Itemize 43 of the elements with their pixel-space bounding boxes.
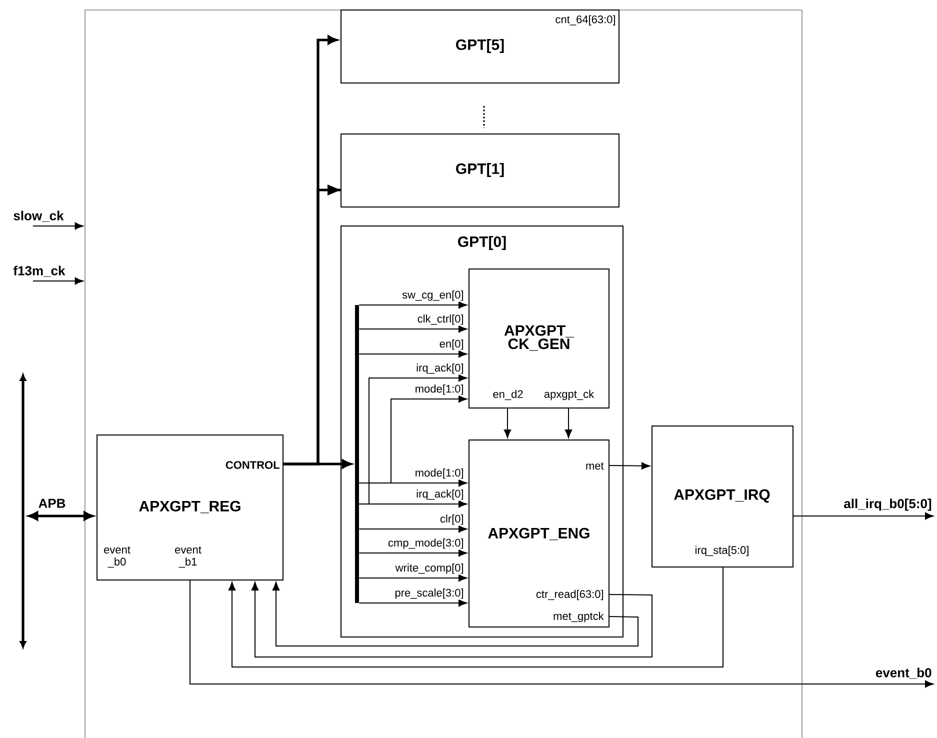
- arrow: [358, 525, 468, 533]
- arrow: [228, 567, 724, 668]
- edge-label: en[0]: [438, 338, 465, 351]
- arrow: [358, 599, 468, 607]
- arrow: [358, 325, 468, 333]
- edge-label: clk_ctrl[0]: [416, 314, 465, 326]
- block-box: cnt_64[63:0] GPT[5]: [340, 10, 620, 84]
- arrow: [251, 582, 652, 658]
- edge-label: mode[1:0]: [414, 468, 465, 480]
- edge-label: write_comp[0]: [394, 562, 465, 575]
- edge-label: mode[1:0]: [414, 384, 465, 396]
- edge-label: f13m_ck: [12, 264, 66, 278]
- edge-label: event_b0: [874, 666, 933, 680]
- block-box: GPT[1]: [340, 134, 620, 208]
- block-box: APXGPT_ CK_GEN en_d2 apxgpt_ck: [468, 268, 610, 408]
- edge-label: irq_ack[0]: [415, 362, 465, 375]
- edge-label: sw_cg_en[0]: [401, 290, 465, 302]
- arrow: [358, 301, 468, 309]
- arrow: [190, 580, 934, 688]
- block-box: met APXGPT_ENG ctr_read[63:0] met_gptck: [468, 440, 610, 628]
- arrow: [358, 479, 468, 487]
- edge-label: all_irq_b0[5:0]: [842, 498, 933, 512]
- bus-bar: [355, 305, 359, 603]
- arrow: [32, 277, 84, 285]
- block-box: CONTROL APXGPT_REG event _b0 event _b1: [96, 434, 284, 580]
- arrow: [358, 350, 468, 358]
- arrow: [793, 512, 934, 520]
- edge-label: pre_scale[3:0]: [394, 588, 465, 600]
- arrow: [564, 408, 572, 438]
- arrow: [358, 500, 468, 508]
- edge-label: irq_ack[0]: [415, 488, 465, 501]
- edge-label: slow_ck: [12, 210, 65, 223]
- arrow: [609, 462, 650, 470]
- bus-arrow: [20, 374, 26, 648]
- arrow: [504, 408, 512, 438]
- block-box: APXGPT_IRQ irq_sta[5:0]: [652, 426, 794, 568]
- edge-label: clr[0]: [438, 514, 465, 526]
- arrow: [358, 574, 468, 582]
- arrow: [358, 549, 468, 557]
- arrow: [272, 582, 638, 646]
- arrow: [32, 222, 84, 230]
- edge-label: cmp_mode[3:0]: [386, 538, 465, 550]
- edge-label: APB: [37, 498, 67, 509]
